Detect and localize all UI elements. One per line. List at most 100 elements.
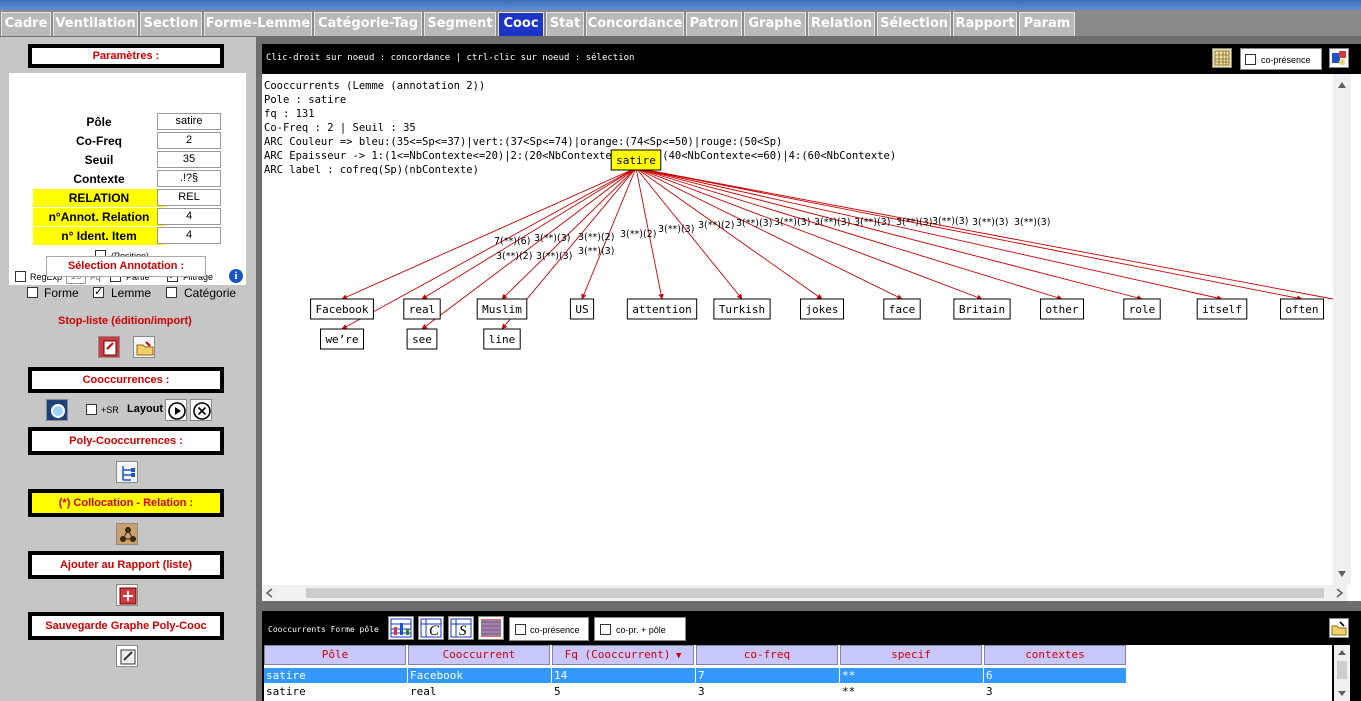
graph-edge <box>635 167 983 300</box>
add-report-icon[interactable] <box>116 584 138 606</box>
graph-node[interactable]: real <box>403 298 441 320</box>
layout-play-icon[interactable] <box>165 399 187 421</box>
graph-node[interactable]: see <box>406 328 438 350</box>
param-label-contexte: Contexte <box>73 172 125 186</box>
param-field-contexte[interactable]: .!?§ <box>157 170 221 187</box>
copresence-checkbox[interactable] <box>1245 54 1256 65</box>
regexp-checkbox[interactable] <box>15 271 26 282</box>
graph-node[interactable]: other <box>1040 298 1084 320</box>
graph-node[interactable]: role <box>1123 298 1161 320</box>
sauvegarde-title: Sauvegarde Graphe Poly-Cooc <box>28 612 224 640</box>
graph-node[interactable]: attention <box>626 298 698 320</box>
tab-relation[interactable]: Relation <box>808 12 875 36</box>
svg-text:S: S <box>459 623 467 639</box>
table-cell: 7 <box>696 668 839 683</box>
col-header-specif[interactable]: specif <box>840 645 982 665</box>
graph-vertical-scrollbar[interactable] <box>1333 74 1351 585</box>
graph-node[interactable]: itself <box>1196 298 1248 320</box>
s-grid-icon[interactable]: S <box>448 616 474 640</box>
graph-edge <box>635 167 743 300</box>
tab-ventilation[interactable]: Ventilation <box>53 12 138 36</box>
copresence-toggle[interactable]: co-présence <box>1240 48 1322 70</box>
param-field-pole[interactable]: satire <box>157 113 221 130</box>
graph-node[interactable]: Muslim <box>476 298 528 320</box>
graph-horizontal-scrollbar[interactable] <box>262 585 1347 601</box>
graph-node[interactable]: line <box>483 328 521 350</box>
collocation-network-icon[interactable] <box>116 523 138 545</box>
graph-node[interactable]: Britain <box>953 298 1011 320</box>
c-grid-icon[interactable]: C <box>418 616 444 640</box>
lemme-checkbox[interactable] <box>93 285 104 298</box>
graph-edge <box>581 167 637 300</box>
col-header-fq[interactable]: Fq (Cooccurrent) ▼ <box>552 645 694 665</box>
copr-pole-toggle[interactable]: co-pr. + pôle <box>594 617 686 641</box>
param-field-annot-relation[interactable]: 4 <box>157 208 221 225</box>
polycooc-tree-icon[interactable] <box>116 461 138 483</box>
graph-hscroll-thumb[interactable] <box>306 588 1324 598</box>
tab-categorie-tag[interactable]: Catégorie-Tag <box>314 12 422 36</box>
tab-cadre[interactable]: Cadre <box>1 12 51 36</box>
tab-forme-lemme[interactable]: Forme-Lemme <box>204 12 312 36</box>
graph-node[interactable]: face <box>883 298 921 320</box>
chart-icon[interactable] <box>388 616 414 640</box>
layout-stop-icon[interactable] <box>190 399 212 421</box>
tab-stat[interactable]: Stat <box>546 12 584 36</box>
run-cooc-icon[interactable] <box>46 399 68 421</box>
forme-checkbox[interactable] <box>27 287 38 298</box>
bottom-copresence-checkbox[interactable] <box>515 624 526 635</box>
table-vertical-scrollbar[interactable] <box>1334 645 1350 701</box>
graph-node[interactable]: often <box>1280 298 1324 320</box>
tab-cooc[interactable]: Cooc <box>498 12 544 36</box>
save-graph-icon[interactable] <box>116 645 138 667</box>
stopliste-edit-icon[interactable] <box>98 336 120 358</box>
sr-checkbox[interactable] <box>86 404 97 415</box>
col-header-pole[interactable]: Pôle <box>264 645 406 665</box>
graph-node-label: attention <box>632 303 692 316</box>
edge-label: 3(**)(2) <box>620 229 656 240</box>
table-lines-icon[interactable] <box>478 616 504 640</box>
cooc-graph[interactable]: Cooccurrents (Lemme (annotation 2))Pole … <box>262 74 1333 585</box>
param-label-cofreq: Co-Freq <box>76 134 122 148</box>
graph-node[interactable]: Turkish <box>713 298 771 320</box>
tab-param[interactable]: Param <box>1019 12 1075 36</box>
svg-text:C: C <box>429 623 440 639</box>
table-cell: 14 <box>552 668 695 683</box>
tab-concordance[interactable]: Concordance <box>586 12 684 36</box>
param-field-seuil[interactable]: 35 <box>157 151 221 168</box>
stopliste-import-icon[interactable] <box>133 336 155 358</box>
bottom-title: Cooccurrents Forme pôle <box>268 625 379 634</box>
graph-node[interactable]: we’re <box>320 328 364 350</box>
pole-node[interactable]: satire <box>610 149 662 171</box>
info-icon[interactable]: i <box>229 269 243 283</box>
copr-pole-checkbox[interactable] <box>600 624 611 635</box>
tab-graphe[interactable]: Graphe <box>744 12 806 36</box>
graph-node-label: Facebook <box>316 303 369 316</box>
grid-icon[interactable] <box>1212 48 1232 68</box>
layout-label: Layout <box>127 403 164 415</box>
param-field-cofreq[interactable]: 2 <box>157 132 221 149</box>
tab-segment[interactable]: Segment <box>424 12 496 36</box>
categorie-label: Catégorie <box>184 286 237 300</box>
graph-node[interactable]: jokes <box>800 298 844 320</box>
table-cell: 6 <box>984 668 1126 683</box>
param-field-relation[interactable]: REL <box>157 189 221 206</box>
param-field-ident-item[interactable]: 4 <box>157 227 221 244</box>
graph-node-label: often <box>1285 303 1318 316</box>
graph-node[interactable]: Facebook <box>310 298 374 320</box>
tab-rapport[interactable]: Rapport <box>953 12 1017 36</box>
tab-selection[interactable]: Sélection <box>877 12 951 36</box>
graph-node[interactable]: US <box>569 298 595 320</box>
col-header-contextes[interactable]: contextes <box>984 645 1126 665</box>
categorie-checkbox[interactable] <box>166 287 177 298</box>
col-header-cooccurrent[interactable]: Cooccurrent <box>408 645 550 665</box>
graph-node-box <box>713 298 771 320</box>
graph-node-label: Muslim <box>482 303 522 316</box>
export-graph-icon[interactable] <box>1329 48 1349 68</box>
bottom-copresence-toggle[interactable]: co-présence <box>509 617 589 641</box>
graph-node-label: Britain <box>959 303 1005 316</box>
export-table-icon[interactable] <box>1329 618 1349 638</box>
tab-section[interactable]: Section <box>140 12 202 36</box>
sort-desc-icon: ▼ <box>670 651 682 661</box>
tab-patron[interactable]: Patron <box>686 12 742 36</box>
col-header-cofreq[interactable]: co-freq <box>696 645 838 665</box>
